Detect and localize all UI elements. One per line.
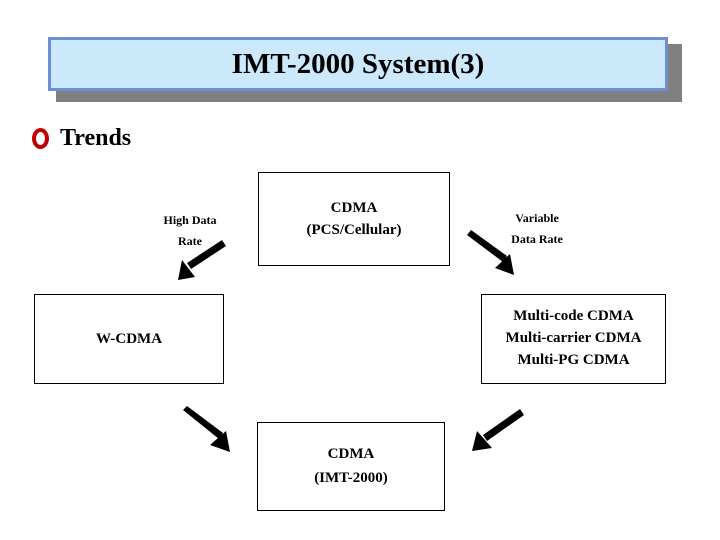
label-high-data-rate: High Data Rate [145, 210, 235, 252]
page-title: IMT-2000 System(3) [231, 47, 485, 80]
label-line: Rate [178, 234, 202, 248]
arrow-down-left-icon [472, 409, 524, 451]
label-variable-data-rate: Variable Data Rate [492, 208, 582, 250]
box-line: W-CDMA [95, 330, 163, 347]
label-line: High Data [163, 213, 217, 227]
diagram-box-w-cdma: W-CDMA [34, 294, 224, 384]
section-heading: Trends [32, 126, 131, 150]
diagram-box-cdma-imt-2000: CDMA (IMT-2000) [257, 422, 445, 511]
red-ring-bullet-icon [32, 127, 49, 149]
box-line: (IMT-2000) [314, 469, 388, 486]
title-banner: IMT-2000 System(3) [48, 37, 668, 91]
arrow-down-left-icon [178, 240, 226, 280]
label-line: Data Rate [511, 232, 563, 246]
diagram-box-multi-cdma: Multi-code CDMA Multi-carrier CDMA Multi… [481, 294, 666, 384]
box-line: Multi-code CDMA [513, 308, 634, 325]
arrow-down-right-icon [467, 230, 514, 275]
box-line: Multi-PG CDMA [517, 351, 630, 368]
box-line: (PCS/Cellular) [306, 222, 402, 238]
arrow-down-right-icon [183, 406, 230, 452]
box-line: Multi-carrier CDMA [505, 330, 642, 347]
section-heading-label: Trends [60, 125, 132, 151]
label-line: Variable [515, 211, 559, 225]
box-line: CDMA [327, 446, 375, 463]
box-line: CDMA [330, 199, 378, 216]
diagram-box-cdma-pcs-cellular: CDMA (PCS/Cellular) [258, 172, 450, 266]
